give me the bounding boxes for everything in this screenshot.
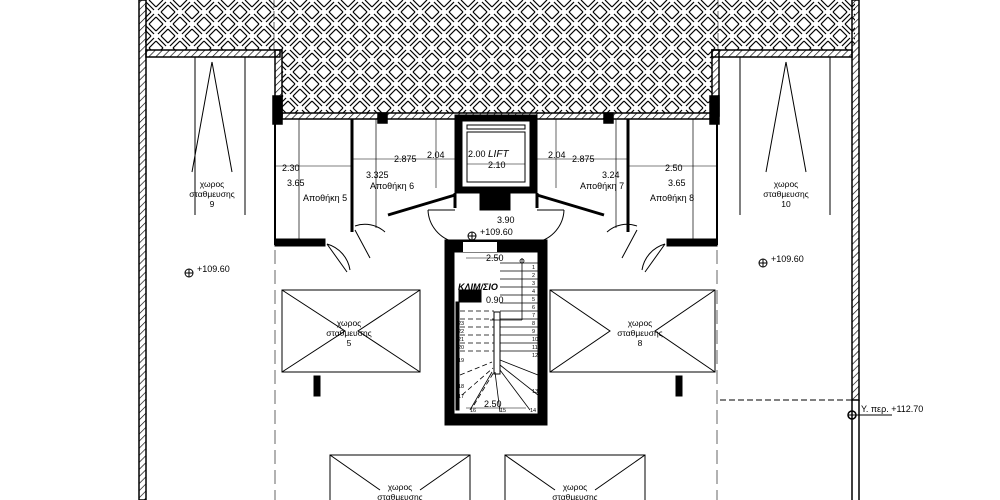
step-number: 8: [532, 321, 535, 327]
step-number: 14: [530, 408, 536, 414]
storage-6-height: 3.325: [366, 170, 389, 180]
level-marker-icon: [467, 231, 477, 241]
parking-8-label2: σταθμευσης: [617, 328, 663, 338]
storage-8-height: 3.65: [668, 178, 686, 188]
step-number: 15: [500, 408, 506, 414]
storage-7-name: Αποθήκη 7: [580, 181, 624, 191]
storage-6-width: 2.875: [394, 154, 417, 164]
step-number: 17: [458, 394, 464, 400]
earth-fill: [145, 0, 855, 113]
parking-bays: [191, 57, 852, 500]
lift-shaft: [427, 114, 565, 243]
step-number: 19: [458, 358, 464, 364]
step-number: 10: [532, 337, 538, 343]
parking-8-label: χωρος: [628, 318, 653, 328]
parking-bottom-left-label2: σταθμευσης: [377, 492, 423, 500]
step-number: 7: [532, 313, 535, 319]
storage-7-depth: 2.04: [548, 150, 566, 160]
storage-6-name: Αποθήκη 6: [370, 181, 414, 191]
lobby-depth: 3.90: [497, 215, 515, 225]
step-number: 22: [458, 329, 464, 335]
parking-5-number: 5: [347, 338, 352, 348]
stair-label: ΚΛΙΜ/ΣΙΟ: [458, 282, 498, 292]
step-number: 13: [532, 389, 538, 395]
lift-height: 2.00: [468, 149, 486, 159]
staircase: [444, 239, 548, 426]
lift-width: 2.10: [488, 160, 506, 170]
parking-10-number: 10: [781, 199, 791, 209]
step-number: 16: [470, 408, 476, 414]
level-marker-icon: [847, 410, 892, 420]
level-right: +109.60: [771, 254, 804, 264]
storage-rooms: [274, 119, 718, 273]
parking-bottom-right-label: χωρος: [563, 482, 588, 492]
parking-bottom-right-label2: σταθμευσης: [552, 492, 598, 500]
step-number: 9: [532, 329, 535, 335]
step-number: 3: [532, 281, 535, 287]
step-number: 5: [532, 297, 535, 303]
parking-10-label: χωρος: [774, 179, 799, 189]
parking-9-label2: σταθμευσης: [189, 189, 235, 199]
parking-8-number: 8: [638, 338, 643, 348]
parking-bottom-left-label: χωρος: [388, 482, 413, 492]
lift-label: LIFT: [488, 149, 509, 160]
step-number: 18: [458, 384, 464, 390]
stair-width-bottom: 2.50: [484, 399, 502, 409]
storage-5-name: Αποθήκη 5: [303, 193, 347, 203]
parking-5-label2: σταθμευσης: [326, 328, 372, 338]
step-number: 12: [532, 353, 538, 359]
storage-8-width: 2.50: [665, 163, 683, 173]
parking-9-label: χωρος: [200, 179, 225, 189]
level-left: +109.60: [197, 264, 230, 274]
level-marker-icon: [184, 268, 194, 278]
step-number: 6: [532, 305, 535, 311]
storage-7-width: 2.875: [572, 154, 595, 164]
step-number: 2: [532, 273, 535, 279]
level-marker-icon: [758, 258, 768, 268]
stair-landing: 0.90: [486, 295, 504, 305]
step-number: 20: [458, 345, 464, 351]
storage-8-name: Αποθήκη 8: [650, 193, 694, 203]
parking-9-number: 9: [210, 199, 215, 209]
parking-5-label: χωρος: [337, 318, 362, 328]
step-number: 1: [532, 265, 535, 271]
storage-5-width: 2.30: [282, 163, 300, 173]
step-number: 11: [532, 345, 538, 351]
lobby-level: +109.60: [480, 227, 513, 237]
level-ref: Υ. περ. +112.70: [861, 404, 923, 414]
storage-6-depth: 2.04: [427, 150, 445, 160]
storage-5-height: 3.65: [287, 178, 305, 188]
step-number: 23: [458, 321, 464, 327]
walls: [138, 0, 860, 500]
stair-width-top: 2.50: [486, 253, 504, 263]
parking-10-label2: σταθμευσης: [763, 189, 809, 199]
step-number: 21: [458, 337, 464, 343]
storage-7-height: 3.24: [602, 170, 620, 180]
step-number: 4: [532, 289, 535, 295]
